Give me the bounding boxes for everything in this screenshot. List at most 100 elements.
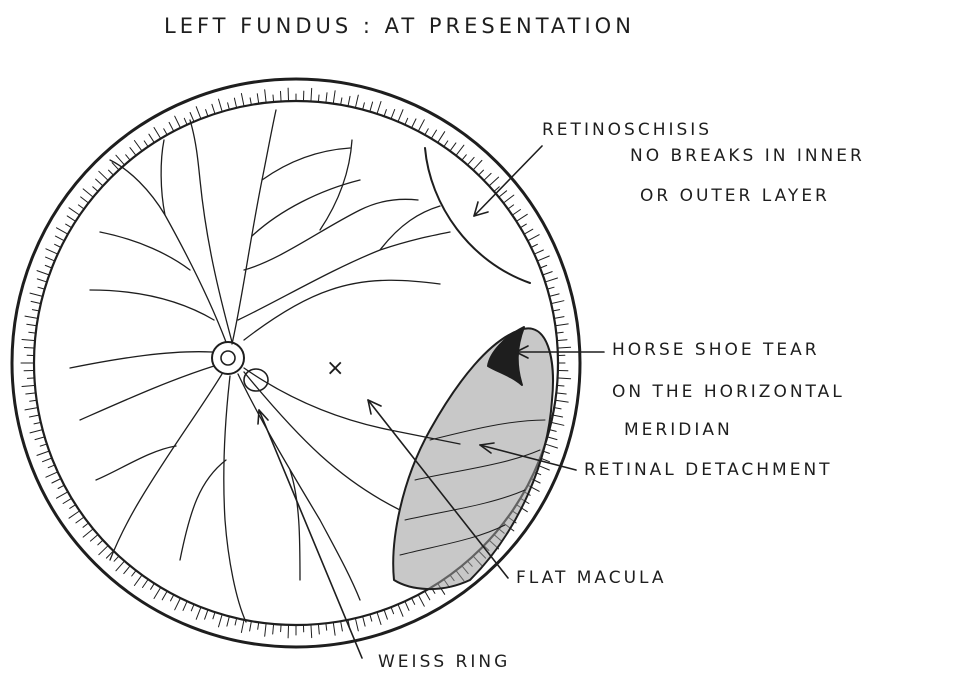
rim-hatch-tick — [76, 518, 83, 523]
rim-hatch-tick — [438, 132, 445, 142]
rim-hatch-tick — [29, 332, 35, 333]
rim-hatch-tick — [26, 393, 35, 394]
rim-hatch-tick — [143, 580, 148, 587]
rim-hatch-tick — [99, 546, 108, 554]
rim-hatch-tick — [550, 294, 559, 296]
flat-macula-label: FLAT MACULA — [516, 568, 667, 588]
rim-hatch-tick — [46, 249, 57, 254]
rim-hatch-tick — [555, 317, 564, 319]
rim-hatch-tick — [206, 110, 208, 116]
rim-hatch-tick — [548, 287, 554, 289]
rim-hatch-tick — [548, 437, 557, 440]
rim-hatch-tick — [57, 492, 68, 498]
rim-hatch-tick — [384, 110, 386, 116]
rim-hatch-tick — [419, 596, 425, 607]
rim-hatch-tick — [66, 224, 71, 227]
rim-hatch-tick — [52, 479, 60, 483]
rim-hatch-tick — [134, 141, 141, 151]
rim-hatch-tick — [78, 205, 83, 209]
rim-hatch-tick — [319, 625, 320, 634]
rim-hatch-tick — [81, 197, 88, 203]
rim-hatch-tick — [22, 340, 34, 341]
rim-hatch-tick — [546, 444, 557, 448]
rim-hatch-tick — [377, 102, 381, 113]
rim-hatch-tick — [333, 623, 335, 635]
rim-hatch-tick — [265, 90, 266, 102]
rim-hatch-tick — [412, 119, 416, 127]
rim-hatch-tick — [557, 393, 566, 394]
rim-hatch-tick — [45, 265, 51, 267]
rim-hatch-tick — [363, 103, 365, 109]
rim-hatch-tick — [196, 608, 200, 619]
rim-hatch-tick — [162, 592, 167, 600]
rim-hatch-tick — [114, 557, 118, 561]
rim-hatch-tick — [96, 179, 103, 185]
rim-hatch-tick — [333, 91, 335, 103]
rim-hatch-tick — [326, 624, 327, 630]
rim-hatch-tick — [58, 486, 63, 489]
rim-hatch-tick — [196, 107, 200, 118]
rim-hatch-tick — [554, 415, 563, 417]
rim-hatch-tick — [444, 141, 447, 146]
rim-hatch-tick — [550, 430, 556, 432]
weiss-ring-label: WEISS RING — [378, 652, 510, 672]
rim-hatch-tick — [311, 626, 312, 638]
rim-hatch-tick — [554, 310, 560, 311]
rim-hatch-tick — [541, 265, 547, 267]
rim-hatch-tick — [432, 130, 437, 138]
rim-hatch-tick — [235, 619, 236, 625]
rim-hatch-tick — [83, 530, 92, 538]
horseshoe-tear-label: HORSE SHOE TEAR — [612, 340, 820, 360]
rim-hatch-tick — [69, 208, 79, 215]
rim-hatch-tick — [83, 189, 92, 197]
weiss-ring-mark — [244, 369, 268, 391]
rim-hatch-tick — [555, 408, 561, 409]
rim-hatch-tick — [130, 148, 136, 155]
rim-hatch-tick — [463, 155, 467, 160]
rim-hatch-tick — [151, 584, 154, 589]
rim-hatch-tick — [83, 524, 88, 528]
rim-hatch-tick — [30, 293, 42, 296]
rim-hatch-tick — [48, 465, 54, 467]
rim-hatch-tick — [348, 96, 350, 105]
rim-hatch-tick — [29, 415, 38, 417]
rim-hatch-tick — [273, 625, 274, 634]
rim-hatch-tick — [46, 472, 57, 477]
rim-hatch-tick — [356, 95, 359, 107]
rim-hatch-tick — [213, 613, 215, 619]
rim-hatch-tick — [474, 160, 482, 169]
rim-hatch-tick — [544, 272, 553, 275]
rim-hatch-tick — [70, 505, 75, 508]
rim-hatch-tick — [384, 611, 387, 620]
rim-hatch-tick — [529, 235, 540, 241]
optic-disc — [212, 342, 244, 374]
rim-hatch-tick — [30, 400, 36, 401]
rim-hatch-tick — [227, 617, 229, 626]
rim-hatch-tick — [311, 88, 312, 100]
rim-hatch-tick — [93, 187, 98, 191]
rim-hatch-tick — [46, 257, 54, 261]
meridian-label-line1: ON THE HORIZONTAL — [612, 382, 845, 402]
rim-hatch-tick — [205, 611, 208, 620]
rim-hatch-tick — [32, 310, 38, 311]
rim-hatch-tick — [341, 622, 343, 631]
rim-hatch-tick — [513, 210, 520, 215]
rim-hatch-tick — [485, 173, 492, 179]
rim-hatch-tick — [504, 195, 514, 202]
rim-hatch-tick — [124, 567, 130, 574]
rim-hatch-tick — [184, 118, 186, 124]
rim-hatch-tick — [144, 141, 147, 146]
rim-hatch-tick — [457, 145, 464, 155]
rim-hatch-tick — [556, 400, 568, 402]
rim-hatch-tick — [57, 228, 68, 234]
rim-hatch-tick — [37, 271, 48, 275]
rim-hatch-tick — [370, 102, 373, 111]
meridian-label-line2: MERIDIAN — [624, 420, 733, 440]
rim-hatch-tick — [164, 129, 167, 134]
rim-hatch-tick — [99, 171, 108, 179]
rim-hatch-tick — [398, 605, 403, 616]
rim-hatch-tick — [546, 278, 557, 282]
rim-hatch-tick — [37, 451, 48, 455]
rim-hatch-tick — [535, 250, 543, 254]
rim-hatch-tick — [257, 94, 258, 103]
